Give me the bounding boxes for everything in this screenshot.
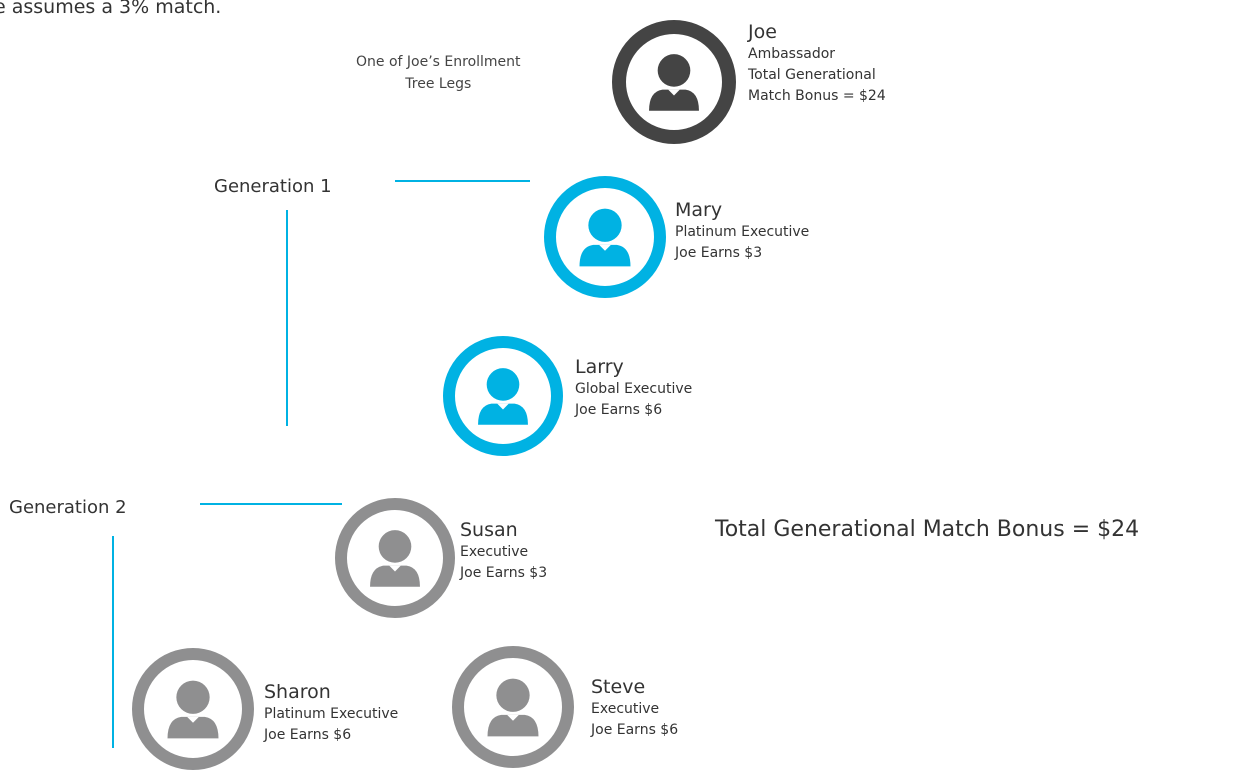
person-rank: Platinum Executive bbox=[675, 224, 810, 240]
person-name: Susan bbox=[460, 519, 518, 541]
enrollment-leg-note: One of Joe’s Enrollment Tree Legs bbox=[356, 51, 521, 95]
generation-2-connector bbox=[200, 503, 342, 505]
person-name: Joe bbox=[748, 21, 777, 43]
generation-1-connector bbox=[395, 180, 530, 182]
person-rank: Global Executive bbox=[575, 381, 693, 397]
person-name: Mary bbox=[675, 199, 723, 221]
person-rank: Platinum Executive bbox=[264, 706, 399, 722]
intro-text: e assumes a 3% match. bbox=[0, 0, 222, 18]
person-rank: Executive bbox=[460, 544, 529, 560]
avatar-joe bbox=[612, 20, 736, 144]
person-icon bbox=[579, 208, 631, 267]
person-name: Steve bbox=[591, 676, 646, 698]
person-earnings: Joe Earns $3 bbox=[460, 565, 548, 581]
person-card-steve: Steve Executive Joe Earns $6 bbox=[591, 675, 678, 741]
person-card-larry: Larry Global Executive Joe Earns $6 bbox=[575, 355, 692, 421]
person-card-joe: Joe Ambassador Total Generational Match … bbox=[748, 20, 886, 107]
person-icon bbox=[167, 680, 219, 739]
person-earnings: Joe Earns $3 bbox=[675, 245, 763, 261]
avatar-larry bbox=[443, 336, 563, 456]
generation-2-bracket bbox=[112, 536, 114, 748]
person-icon bbox=[370, 530, 420, 587]
avatar-susan bbox=[335, 498, 455, 618]
avatar-mary bbox=[544, 176, 666, 298]
person-earnings: Joe Earns $6 bbox=[264, 727, 352, 743]
person-bonus-line1: Total Generational bbox=[748, 67, 876, 83]
enrollment-leg-note-line2: Tree Legs bbox=[405, 76, 472, 92]
person-rank: Ambassador bbox=[748, 46, 836, 62]
avatar-steve bbox=[452, 646, 574, 768]
person-name: Sharon bbox=[264, 681, 331, 703]
person-bonus-line2: Match Bonus = $24 bbox=[748, 88, 886, 104]
person-earnings: Joe Earns $6 bbox=[575, 402, 663, 418]
person-card-sharon: Sharon Platinum Executive Joe Earns $6 bbox=[264, 680, 398, 746]
person-icon bbox=[649, 54, 699, 111]
person-icon bbox=[487, 678, 539, 737]
avatar-sharon bbox=[132, 648, 254, 770]
person-earnings: Joe Earns $6 bbox=[591, 722, 679, 738]
person-card-susan: Susan Executive Joe Earns $3 bbox=[460, 518, 547, 584]
total-match-bonus: Total Generational Match Bonus = $24 bbox=[715, 517, 1140, 542]
person-icon bbox=[478, 368, 528, 425]
enrollment-leg-note-line1: One of Joe’s Enrollment bbox=[356, 54, 521, 70]
person-rank: Executive bbox=[591, 701, 660, 717]
generation-1-label: Generation 1 bbox=[214, 176, 332, 197]
generation-1-bracket bbox=[286, 210, 288, 426]
person-card-mary: Mary Platinum Executive Joe Earns $3 bbox=[675, 198, 809, 264]
person-name: Larry bbox=[575, 356, 624, 378]
generation-2-label: Generation 2 bbox=[9, 497, 127, 518]
